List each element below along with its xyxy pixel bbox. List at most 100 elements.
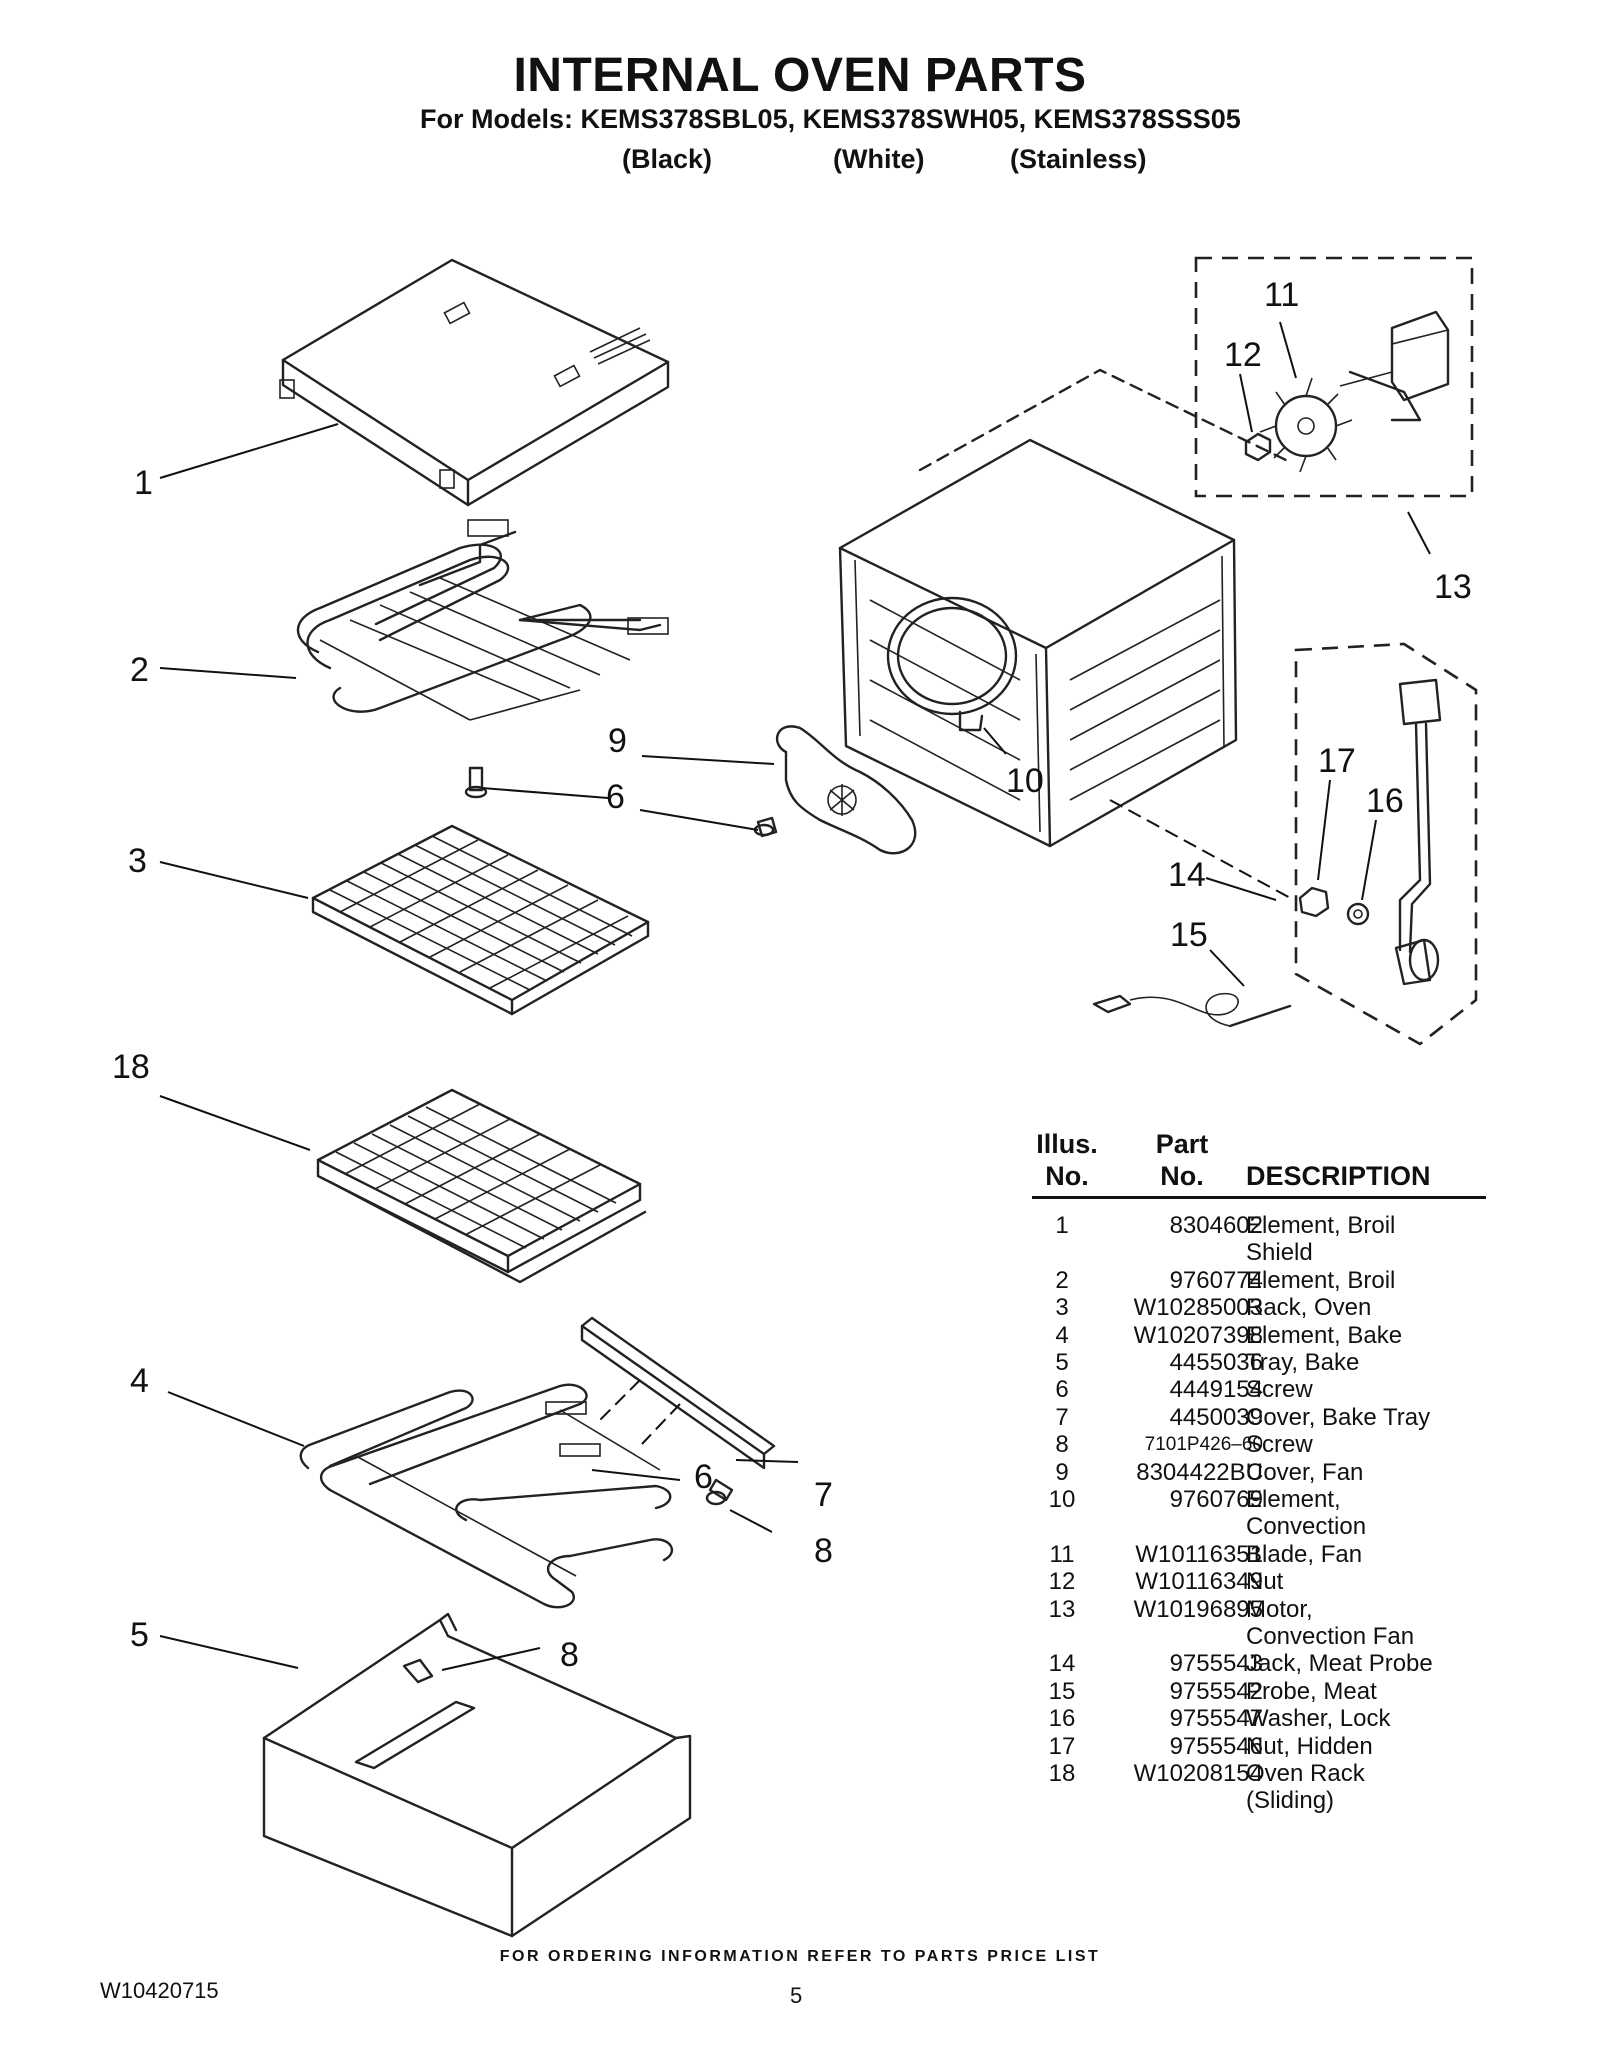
illus-number: 8 bbox=[1055, 1431, 1069, 1459]
callout-numbers: 1 2 3 18 4 5 9 6 6 8 7 8 10 11 12 13 14 … bbox=[112, 276, 1472, 1674]
part-number: 4449154 bbox=[1169, 1376, 1263, 1404]
part-number: W10285003 bbox=[1133, 1294, 1263, 1322]
col-illus-line1: Illus. bbox=[1036, 1129, 1098, 1159]
part-number: 8304422BU bbox=[1136, 1458, 1263, 1486]
parts-table-row-continuation: Convection Fan bbox=[1032, 1623, 1532, 1651]
col-desc-header: DESCRIPTION bbox=[1246, 1161, 1431, 1191]
screw-drawing bbox=[464, 766, 488, 799]
part-description: Nut, Hidden bbox=[1246, 1732, 1373, 1760]
col-illus-header: Illus. No. bbox=[1034, 1128, 1100, 1192]
col-part-line2: No. bbox=[1160, 1161, 1204, 1191]
part-number: 7101P426–60 bbox=[1144, 1434, 1263, 1456]
screw-drawing bbox=[705, 1478, 734, 1506]
illus-number: 16 bbox=[1048, 1705, 1076, 1733]
broil-element-drawing bbox=[296, 519, 669, 721]
illus-number: 15 bbox=[1048, 1677, 1076, 1705]
callout-5: 5 bbox=[130, 1616, 149, 1654]
models-line: For Models: KEMS378SBL05, KEMS378SWH05, … bbox=[420, 104, 1241, 134]
part-number: 9760774 bbox=[1169, 1266, 1263, 1294]
ordering-note: FOR ORDERING INFORMATION REFER TO PARTS … bbox=[499, 1948, 1101, 1965]
parts-table-row-continuation: Shield bbox=[1032, 1239, 1532, 1267]
part-description: Rack, Oven bbox=[1246, 1294, 1372, 1322]
variant-stainless: (Stainless) bbox=[1010, 144, 1147, 174]
part-description: Screw bbox=[1246, 1376, 1313, 1404]
parts-table-row-continuation: (Sliding) bbox=[1032, 1787, 1532, 1815]
broil-shield-drawing bbox=[279, 258, 670, 507]
part-description: Cover, Bake Tray bbox=[1246, 1403, 1431, 1431]
probe-jack-group-box bbox=[1294, 642, 1478, 1046]
col-illus-line2: No. bbox=[1045, 1161, 1089, 1191]
illus-number: 18 bbox=[1048, 1760, 1076, 1787]
illus-number: 5 bbox=[1055, 1349, 1069, 1376]
part-description: Element, Broil bbox=[1246, 1212, 1396, 1239]
fan-motor-group-box bbox=[1194, 256, 1474, 498]
illus-number: 6 bbox=[1055, 1376, 1069, 1404]
part-description: Oven Rack bbox=[1246, 1760, 1365, 1787]
part-number: W10116351 bbox=[1135, 1540, 1263, 1568]
illus-number: 10 bbox=[1048, 1486, 1076, 1513]
screw-drawing bbox=[753, 816, 778, 838]
callout-18: 18 bbox=[112, 1048, 150, 1086]
part-number: 9755547 bbox=[1169, 1705, 1263, 1733]
parts-table-row-continuation: Convection bbox=[1032, 1513, 1532, 1541]
callout-11: 11 bbox=[1264, 276, 1299, 314]
part-description: Convection Fan bbox=[1246, 1623, 1415, 1650]
part-description: Blade, Fan bbox=[1246, 1540, 1363, 1568]
col-part-line1: Part bbox=[1155, 1129, 1209, 1159]
part-description: Element, Broil bbox=[1246, 1266, 1396, 1294]
illus-number: 14 bbox=[1048, 1650, 1076, 1678]
callout-10: 10 bbox=[1006, 762, 1044, 800]
hidden-nut-drawing bbox=[1298, 886, 1330, 918]
illus-number: 17 bbox=[1048, 1732, 1076, 1760]
part-description: Shield bbox=[1246, 1239, 1313, 1267]
bake-tray-drawing bbox=[262, 1612, 692, 1938]
document-number: W10420715 bbox=[100, 1978, 219, 2003]
callout-17: 17 bbox=[1318, 742, 1356, 780]
part-description: (Sliding) bbox=[1246, 1787, 1335, 1815]
part-description: Jack, Meat Probe bbox=[1246, 1650, 1433, 1678]
illus-number: 7 bbox=[1055, 1403, 1069, 1431]
illus-number: 11 bbox=[1049, 1540, 1075, 1568]
callout-6-bake: 6 bbox=[694, 1458, 713, 1496]
illus-number: 9 bbox=[1055, 1458, 1069, 1486]
convection-element-drawing bbox=[886, 596, 1018, 732]
part-description: Convection bbox=[1246, 1513, 1367, 1541]
page-title: INTERNAL OVEN PARTS bbox=[513, 49, 1087, 102]
callout-8-bake: 8 bbox=[814, 1532, 833, 1570]
part-description: Screw bbox=[1246, 1431, 1313, 1459]
callout-3: 3 bbox=[128, 842, 147, 880]
part-number: W10208154 bbox=[1133, 1760, 1263, 1787]
part-number: 4455036 bbox=[1169, 1349, 1263, 1376]
illus-number: 3 bbox=[1055, 1294, 1069, 1322]
bake-tray-cover-drawing bbox=[580, 1316, 776, 1470]
part-number: W10116349 bbox=[1135, 1568, 1263, 1596]
illus-number: 12 bbox=[1048, 1568, 1076, 1596]
callout-16: 16 bbox=[1366, 782, 1404, 820]
callout-12: 12 bbox=[1224, 336, 1262, 374]
oven-rack-drawing bbox=[311, 824, 650, 1016]
part-number: 4450039 bbox=[1169, 1403, 1263, 1431]
callout-2: 2 bbox=[130, 651, 149, 689]
part-description: Element, Bake bbox=[1246, 1321, 1403, 1349]
part-description: Washer, Lock bbox=[1246, 1705, 1391, 1733]
leader-lines bbox=[159, 321, 1431, 1671]
illus-number: 1 bbox=[1055, 1212, 1069, 1239]
lock-washer-drawing bbox=[1346, 902, 1370, 926]
illus-number: 2 bbox=[1055, 1266, 1069, 1294]
part-number: 9755546 bbox=[1169, 1732, 1263, 1760]
fan-motor-drawing bbox=[1339, 310, 1450, 422]
